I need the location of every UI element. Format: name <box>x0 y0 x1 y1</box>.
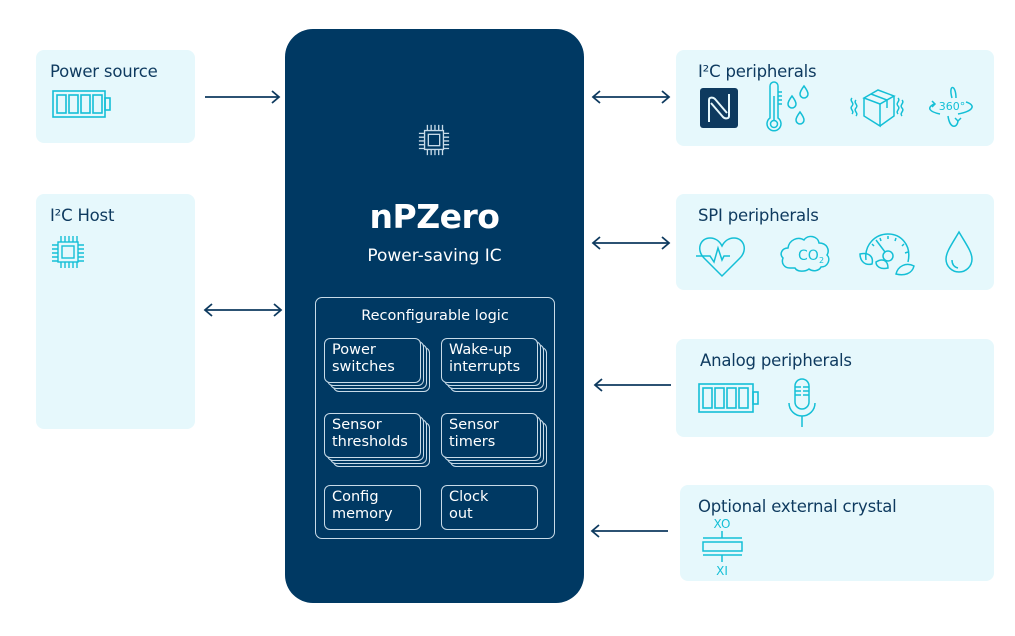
i2c-host-panel: I²C Host <box>36 194 195 429</box>
npzero-chip-block: nPZero Power-saving IC Reconfigurable lo… <box>285 29 584 603</box>
i2c-peripherals-panel: I²C peripherals <box>676 50 994 146</box>
logic-block-clock-out: Clock out <box>441 485 538 530</box>
xo-label: XO <box>714 517 731 531</box>
spi-peripherals-panel: SPI peripherals CO 2 <box>676 194 994 290</box>
eco-gauge-icon <box>858 232 915 276</box>
chip-subtitle: Power-saving IC <box>367 246 502 266</box>
logic-block-sensor-thresholds: Sensor thresholds <box>324 413 430 467</box>
battery-icon <box>52 90 112 118</box>
block-label: Power switches <box>332 342 395 375</box>
temperature-humidity-icon <box>764 81 814 134</box>
logic-block-sensor-timers: Sensor timers <box>441 413 547 467</box>
rotation-label: 360° <box>939 100 966 113</box>
battery-icon <box>698 383 760 413</box>
logic-block-wake-up-interrupts: Wake-up interrupts <box>441 338 547 392</box>
microphone-icon <box>786 377 818 429</box>
panel-title: I²C Host <box>50 206 115 225</box>
arrow-i2c-peripherals-bidirectional <box>591 90 671 104</box>
co2-subscript: 2 <box>819 256 824 265</box>
panel-title: Power source <box>50 62 158 81</box>
arrow-crystal-to-chip <box>590 524 669 538</box>
xi-label: XI <box>716 564 728 578</box>
chip-icon <box>50 234 86 270</box>
arrow-analog-to-chip <box>593 378 672 392</box>
arrow-spi-peripherals-bidirectional <box>591 236 671 250</box>
chip-name: nPZero <box>369 197 500 236</box>
rotation-360-icon: 360° <box>926 84 978 132</box>
panel-title: Analog peripherals <box>700 351 852 370</box>
reconfigurable-logic-group: Reconfigurable logic Power switches Wake… <box>315 297 555 539</box>
block-label: Wake-up interrupts <box>449 342 521 375</box>
block-label: Sensor thresholds <box>332 417 408 450</box>
analog-peripherals-panel: Analog peripherals <box>676 339 994 437</box>
panel-title: I²C peripherals <box>698 62 817 81</box>
arrow-power-to-chip <box>205 90 281 104</box>
panel-title: Optional external crystal <box>698 497 897 516</box>
co2-label: CO <box>798 248 819 264</box>
power-source-panel: Power source <box>36 50 195 143</box>
water-drop-icon <box>942 230 976 274</box>
crystal-icon: XO XI <box>700 517 744 581</box>
co2-cloud-icon: CO 2 <box>780 232 832 274</box>
logic-block-power-switches: Power switches <box>324 338 430 392</box>
block-label: Config memory <box>332 489 393 522</box>
heart-rate-icon <box>696 234 748 278</box>
logic-block-config-memory: Config memory <box>324 485 421 530</box>
vibration-box-icon <box>846 86 908 130</box>
block-label: Sensor timers <box>449 417 499 450</box>
logic-title: Reconfigurable logic <box>361 308 509 324</box>
chip-icon <box>417 123 451 157</box>
external-crystal-panel: Optional external crystal XO XI <box>680 485 994 581</box>
panel-title: SPI peripherals <box>698 206 819 225</box>
nfc-icon <box>700 88 738 128</box>
arrow-i2c-host-bidirectional <box>203 303 283 317</box>
block-label: Clock out <box>449 489 489 522</box>
